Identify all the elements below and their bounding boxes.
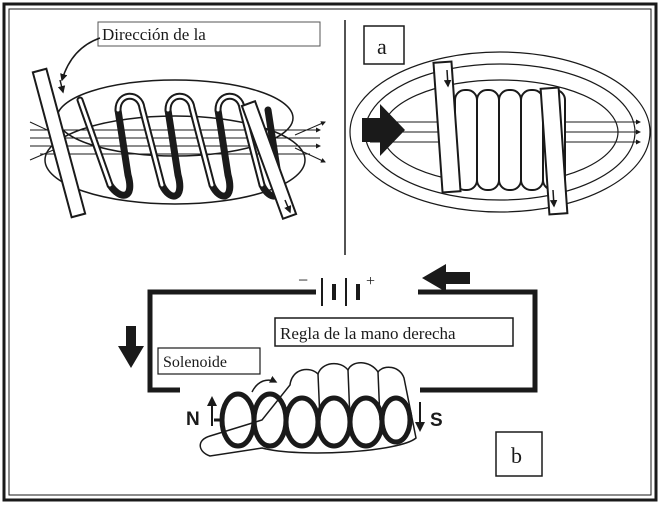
rule-label: Regla de la mano derecha — [280, 324, 456, 343]
callout-label: Dirección de la — [102, 25, 206, 44]
tag-a: a — [377, 34, 387, 59]
open-coil-drawing — [30, 69, 325, 219]
battery-symbol — [322, 278, 358, 306]
thumb-direction-arrow — [252, 380, 276, 392]
callout-leader — [62, 38, 100, 80]
battery-minus: − — [298, 270, 308, 290]
solenoid-label: Solenoide — [163, 354, 227, 371]
south-pole-label: S — [430, 410, 443, 431]
current-arrow-left — [118, 326, 144, 368]
battery-plus: + — [366, 273, 375, 290]
tag-b: b — [511, 443, 522, 468]
current-arrow-top — [422, 264, 470, 292]
north-pole-label: N — [186, 409, 200, 430]
